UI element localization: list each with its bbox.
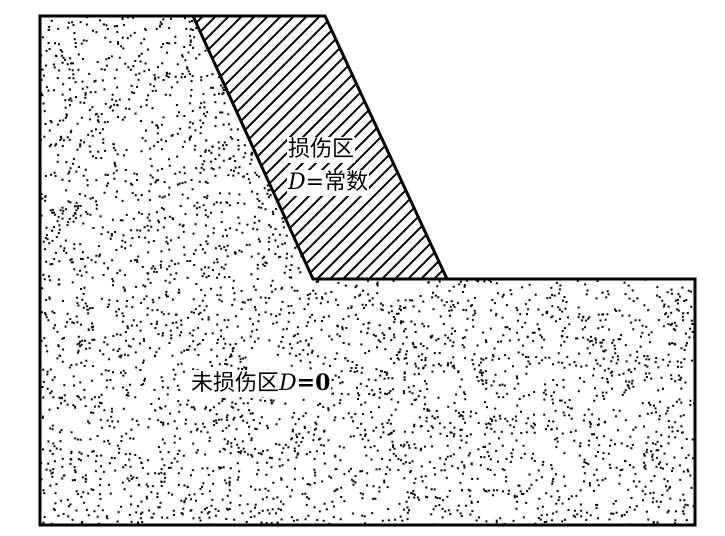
undamaged-zone-label: 未损伤区D=0 (190, 370, 332, 397)
hatch-lines (193, 16, 447, 279)
rock-mass-boundary (38, 14, 697, 527)
undamaged-zone-var: D (279, 371, 297, 396)
damaged-zone-var: D (288, 170, 306, 195)
damaged-zone-hatch (193, 16, 447, 279)
damaged-zone-eq: =常数 (305, 170, 369, 195)
damaged-zone-title: 损伤区 (287, 137, 356, 163)
damaged-zone-value: D=常数 (287, 170, 370, 196)
undamaged-zone-eq: =0 (296, 370, 331, 396)
undamaged-zone-stipple (40, 16, 695, 525)
undamaged-zone-title: 未损伤区 (191, 371, 280, 396)
stipple-dots (40, 16, 695, 525)
